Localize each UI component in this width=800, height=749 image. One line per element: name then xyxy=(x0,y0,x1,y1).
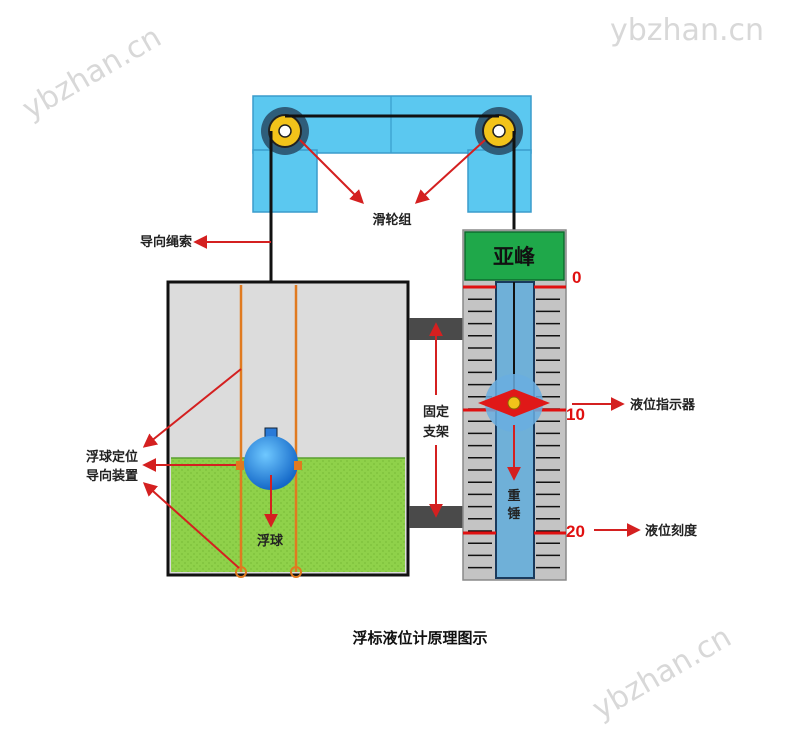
guide-anchor-left xyxy=(235,566,247,578)
brand-text: 亚峰 xyxy=(493,245,535,269)
tank xyxy=(166,280,410,577)
scale-mark-10: 10 xyxy=(566,405,585,424)
watermark-top-left: ybzhan.cn xyxy=(17,20,168,127)
watermark-bottom-right: ybzhan.cn xyxy=(587,620,738,727)
label-counterweight-line2: 锤 xyxy=(506,506,520,522)
label-pulley-group: 滑轮组 xyxy=(372,212,411,228)
guide-anchor-right xyxy=(290,566,302,578)
brand-plate: 亚峰 xyxy=(464,231,565,281)
scale-ticks xyxy=(463,285,566,569)
label-level-indicator: 液位指示器 xyxy=(630,397,696,413)
scale-mark-0: 0 xyxy=(572,268,581,287)
label-fixed-bracket-line2: 支架 xyxy=(422,424,449,440)
float-guide-rods xyxy=(239,285,298,572)
level-indicator xyxy=(478,374,550,432)
left-pulley xyxy=(261,107,309,155)
right-pulley xyxy=(475,107,523,155)
watermark-top-right: ybzhan.cn xyxy=(610,13,764,48)
label-float-guide-line2: 导向装置 xyxy=(86,468,138,484)
label-float-guide-line1: 浮球定位 xyxy=(86,449,138,465)
scale-mark-20: 20 xyxy=(566,522,585,541)
label-level-scale: 液位刻度 xyxy=(645,523,698,539)
float-ball xyxy=(236,427,302,490)
label-float-ball: 浮球 xyxy=(257,533,284,549)
label-fixed-bracket-line1: 固定 xyxy=(423,404,449,420)
label-guide-rope: 导向绳索 xyxy=(140,234,192,250)
label-counterweight-line1: 重 xyxy=(507,488,520,504)
annotation-arrows xyxy=(142,139,641,569)
diagram-caption: 浮标液位计原理图示 xyxy=(352,629,487,647)
